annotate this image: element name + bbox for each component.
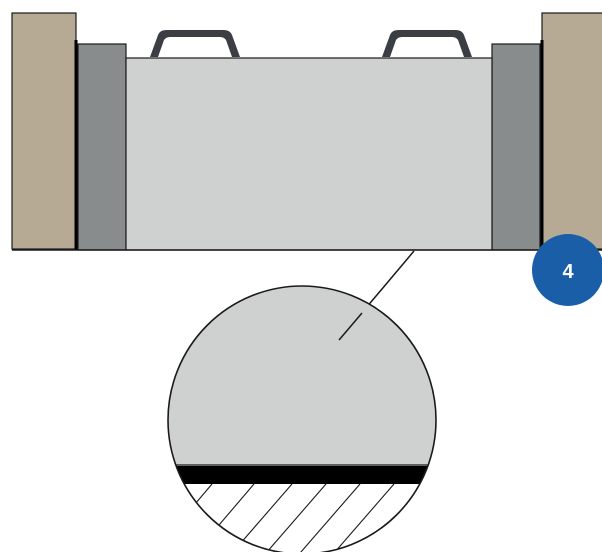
left-wall bbox=[11, 12, 77, 250]
step-badge-label: 4 bbox=[562, 261, 574, 283]
zoom-circle-outline bbox=[167, 285, 437, 552]
left-frame bbox=[77, 43, 127, 251]
step-badge bbox=[532, 234, 602, 306]
right-handle-icon bbox=[382, 30, 472, 57]
right-frame bbox=[491, 43, 541, 251]
callout-leader-inner bbox=[338, 312, 363, 341]
seal-strip bbox=[168, 466, 436, 484]
main-panel bbox=[125, 57, 493, 251]
right-wall bbox=[541, 12, 602, 250]
zoom-detail bbox=[168, 286, 436, 552]
left-handle-icon bbox=[150, 30, 240, 57]
